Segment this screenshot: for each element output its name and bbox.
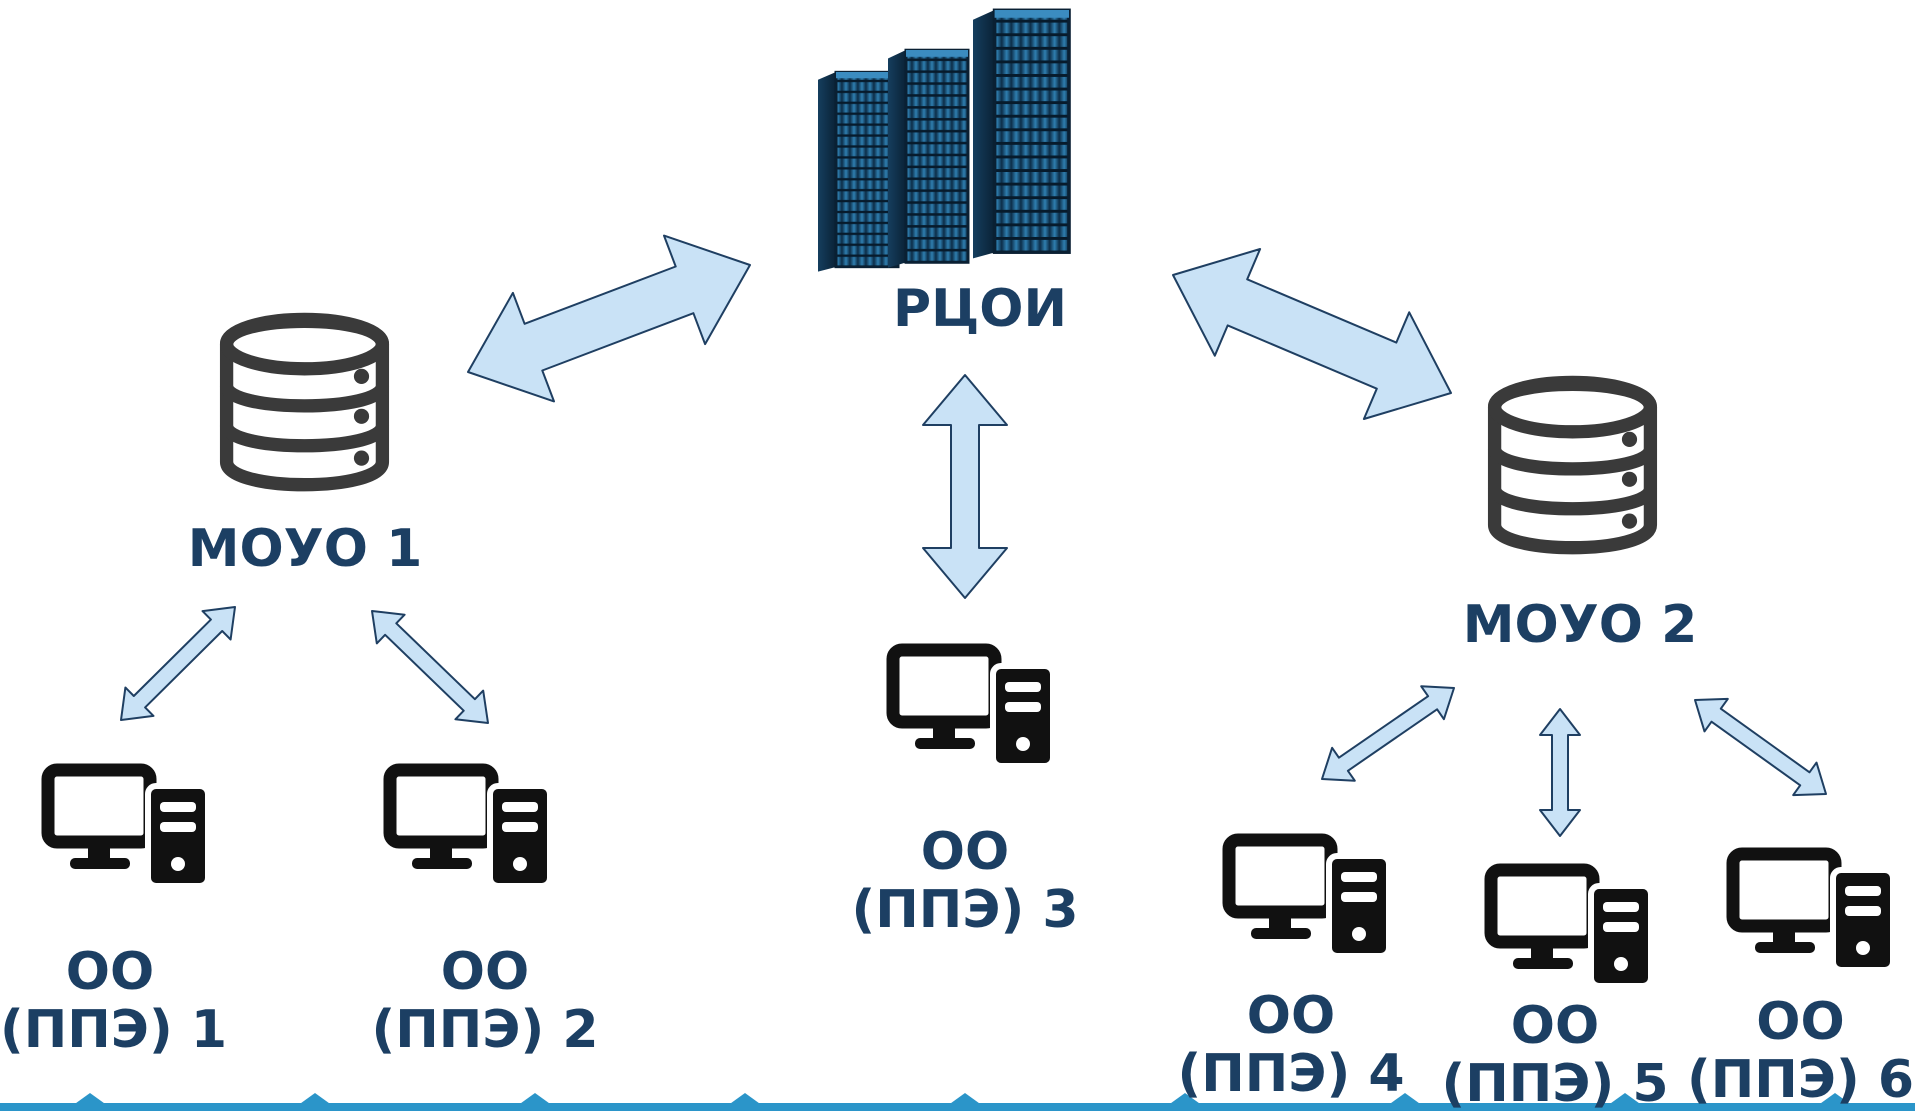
arrow-moyo1-oo1 [120,606,236,721]
node-label-oo1: ОО(ППЭ) 1 [0,942,228,1060]
node-label-oo5: ОО(ППЭ) 5 [1441,996,1669,1114]
computer-icon [48,770,208,886]
arrow-moyo2-oo5 [1539,708,1581,837]
hub-label-moyo1: МОУО 1 [187,519,423,579]
computer-icon [1491,870,1651,986]
node-label-oo6: ОО(ППЭ) 6 [1686,992,1915,1110]
arrow-server-oo3 [922,374,1008,599]
database-icon [1487,371,1658,561]
computer-icon [1733,854,1893,970]
server-rack-icon [816,8,1071,274]
arrow-server-moyo1 [467,234,751,403]
computer-icon [390,770,550,886]
computer-icon [893,650,1053,766]
arrow-moyo2-oo4 [1321,685,1455,782]
arrow-server-moyo2 [1172,248,1452,420]
computer-icon [1229,840,1389,956]
node-label-oo2: ОО(ППЭ) 2 [371,942,599,1060]
hub-label-moyo2: МОУО 2 [1462,595,1698,655]
arrow-moyo1-oo2 [371,610,489,724]
node-label-oo3: ОО(ППЭ) 3 [851,822,1079,940]
server-label: РЦОИ [892,279,1068,339]
bottom-band [0,1093,1915,1111]
node-label-oo4: ОО(ППЭ) 4 [1177,986,1405,1104]
database-icon [219,308,390,498]
arrow-moyo2-oo6 [1694,697,1827,797]
